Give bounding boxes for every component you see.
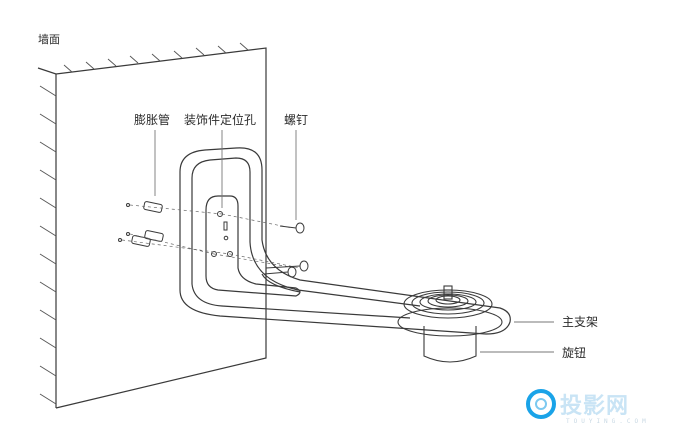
expansion-tube-1 — [143, 201, 163, 213]
label-knob: 旋钮 — [562, 346, 587, 360]
watermark-domain: TOUYING.COM — [566, 418, 650, 425]
main-bracket — [179, 147, 511, 335]
leader-lines — [154, 130, 554, 353]
screw-1 — [279, 222, 305, 234]
knob-body — [423, 326, 477, 363]
bracket-outer — [179, 147, 511, 335]
screw-2 — [265, 260, 309, 272]
screw-3 — [263, 266, 297, 278]
watermark-brand: 投影网 — [560, 394, 630, 419]
watermark-logo-icon — [526, 389, 556, 419]
trim-slot — [261, 273, 301, 293]
plate-holes — [211, 211, 233, 257]
label-main-bracket: 主支架 — [562, 315, 599, 329]
expansion-tube-3 — [131, 235, 151, 247]
label-expansion-tube: 膨胀管 — [134, 113, 171, 127]
screws — [263, 222, 309, 278]
wall-outline — [37, 47, 267, 409]
wall-hatching — [39, 42, 249, 405]
expansion-tubes — [118, 201, 164, 247]
turntable-base — [397, 307, 503, 337]
alignment-lines — [121, 204, 301, 269]
label-wall: 墙面 — [38, 33, 60, 46]
wall — [37, 47, 267, 409]
expansion-tube-2 — [144, 230, 164, 242]
bracket-plate — [205, 195, 301, 297]
label-screw: 螺钉 — [284, 113, 309, 127]
turntable — [397, 285, 503, 363]
bracket-inner — [191, 157, 421, 307]
tripod-screw — [443, 285, 453, 300]
label-trim-locating-hole: 装饰件定位孔 — [184, 113, 257, 127]
bracket-lower-edge — [191, 178, 411, 319]
